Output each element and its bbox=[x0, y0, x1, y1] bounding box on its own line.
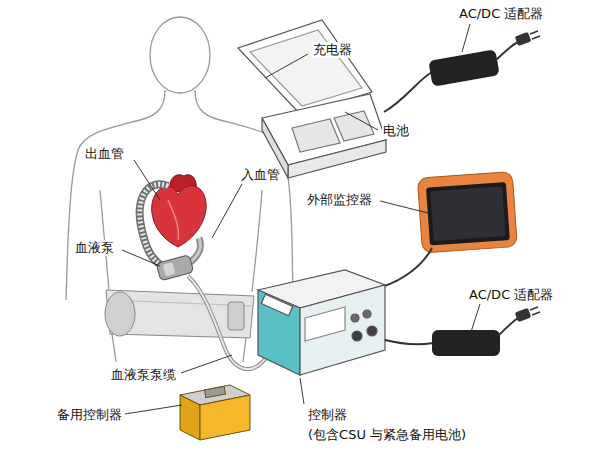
leader-lines-part bbox=[122, 250, 160, 266]
charger bbox=[238, 20, 386, 178]
leader-lines-part bbox=[125, 405, 182, 414]
leader-lines bbox=[122, 24, 480, 414]
part-label: 血液泵泵缆 bbox=[110, 367, 177, 383]
controller-part bbox=[367, 326, 377, 336]
part-label: (包含CSU 与紧急备用电池) bbox=[307, 427, 467, 443]
part-label: AC/DC 适配器 bbox=[458, 6, 544, 22]
harness-belt bbox=[105, 290, 254, 338]
leader-lines-part bbox=[345, 112, 378, 130]
adapter-top-part bbox=[530, 31, 540, 39]
controller-part bbox=[363, 310, 371, 318]
charger-part bbox=[250, 30, 362, 106]
leader-lines-part bbox=[134, 160, 160, 200]
part-label: 外部监控器 bbox=[306, 192, 373, 208]
external-monitor-part bbox=[417, 172, 517, 253]
charger-part bbox=[334, 111, 374, 141]
leader-lines-part bbox=[462, 24, 470, 52]
adapter-top-part bbox=[515, 32, 532, 46]
driveline-part bbox=[188, 276, 266, 369]
part-label: 入血管 bbox=[240, 167, 281, 183]
harness-belt-part bbox=[105, 292, 135, 336]
backup-controller-part bbox=[200, 395, 250, 440]
adapter-top-part bbox=[428, 49, 499, 86]
adapter-bottom-part bbox=[530, 307, 540, 315]
adapter-bottom-part bbox=[515, 308, 532, 322]
controller-part bbox=[352, 331, 362, 341]
human-body-part bbox=[150, 17, 210, 93]
part-label: AC/DC 适配器 bbox=[468, 287, 554, 303]
part-label: 电池 bbox=[382, 123, 410, 139]
adapter-bottom-part bbox=[385, 340, 433, 344]
part-label: 充电器 bbox=[312, 42, 353, 58]
charger-part bbox=[292, 119, 340, 152]
driveline-part bbox=[188, 276, 266, 369]
leader-lines-part bbox=[212, 184, 242, 238]
adapter-top-part bbox=[384, 72, 432, 112]
controller bbox=[258, 270, 385, 375]
backup-controller bbox=[180, 385, 250, 440]
part-label: 出血管 bbox=[84, 146, 125, 162]
human-body-part bbox=[252, 190, 262, 292]
part-label: 血液泵 bbox=[74, 240, 115, 256]
backup-controller-part bbox=[204, 386, 225, 397]
leader-lines-part bbox=[380, 201, 428, 213]
controller-part bbox=[300, 285, 385, 375]
leader-lines-part bbox=[265, 54, 308, 78]
harness-belt-part bbox=[228, 302, 244, 330]
part-label: 控制器 bbox=[307, 407, 348, 423]
heart-part bbox=[168, 200, 178, 240]
controller-part bbox=[261, 294, 292, 315]
leader-lines-part bbox=[300, 378, 304, 404]
outflow-graft bbox=[140, 184, 168, 266]
external-monitor bbox=[417, 172, 517, 253]
human-body-part bbox=[112, 334, 116, 362]
external-monitor-part bbox=[426, 182, 510, 245]
adapter-top-part bbox=[496, 42, 518, 60]
part-label: 备用控制器 bbox=[56, 407, 123, 423]
controller-part bbox=[305, 307, 345, 341]
adapter-bottom-part bbox=[432, 330, 500, 356]
human-body-part bbox=[243, 337, 246, 362]
controller-part bbox=[258, 290, 300, 375]
adapter-bottom bbox=[385, 307, 540, 356]
adapter-top bbox=[384, 31, 540, 112]
adapter-bottom-part bbox=[498, 318, 518, 336]
outflow-graft-part bbox=[140, 184, 168, 266]
controller-part bbox=[351, 314, 359, 322]
harness-belt-part bbox=[106, 290, 254, 338]
human-body-part bbox=[66, 90, 165, 300]
driveline bbox=[188, 276, 266, 369]
heart-part bbox=[152, 186, 207, 247]
outflow-graft-part bbox=[140, 184, 168, 266]
leader-lines-part bbox=[181, 355, 232, 373]
leader-lines-part bbox=[470, 304, 480, 335]
blood-pump-part bbox=[163, 262, 176, 276]
external-monitor-part bbox=[430, 186, 505, 241]
backup-controller-part bbox=[180, 395, 200, 440]
